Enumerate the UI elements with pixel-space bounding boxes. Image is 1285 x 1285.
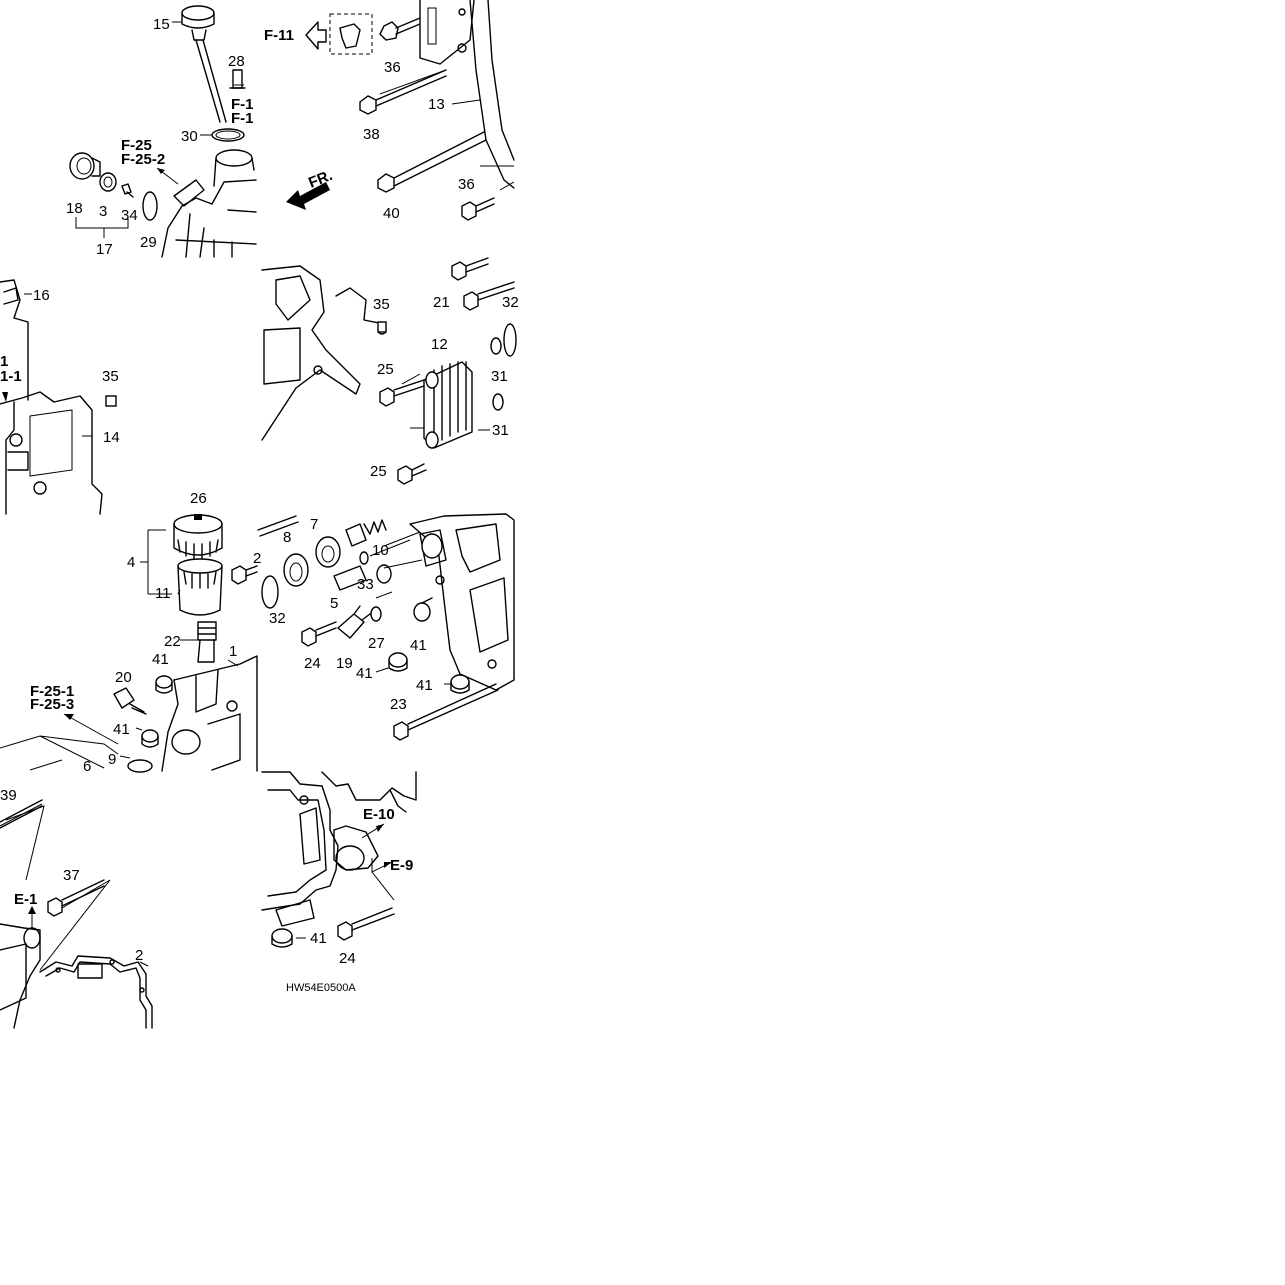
label-41-e: 41 <box>416 677 433 694</box>
label-10: 10 <box>372 542 389 559</box>
part-number-labels: 15 28 30 18 3 34 29 17 36 38 13 40 36 16… <box>0 16 519 967</box>
label-23: 23 <box>390 696 407 713</box>
label-24-b: 24 <box>339 950 356 967</box>
label-41-c: 41 <box>410 637 427 654</box>
ref-f-25-1: F-25-1 <box>30 683 74 700</box>
label-40: 40 <box>383 205 400 222</box>
label-34: 34 <box>121 207 138 224</box>
panel-oil-cooler <box>261 257 517 485</box>
label-41-d: 41 <box>356 665 373 682</box>
label-39: 39 <box>0 787 17 804</box>
label-13: 13 <box>428 96 445 113</box>
label-31-bottom: 31 <box>492 422 509 439</box>
label-12: 12 <box>431 336 448 353</box>
panel-cover <box>0 799 153 1029</box>
label-7: 7 <box>310 516 318 533</box>
ref-f-25-2: F-25-2 <box>121 151 165 168</box>
ref-e-1: E-1 <box>14 891 37 908</box>
ref-edge-1-1: 1-1 <box>0 368 22 385</box>
ref-f-25: F-25 <box>121 137 152 154</box>
label-31-top: 31 <box>491 368 508 385</box>
panel-gasket <box>261 771 417 948</box>
label-22: 22 <box>164 633 181 650</box>
label-41-f: 41 <box>310 930 327 947</box>
label-32-bottom: 32 <box>269 610 286 627</box>
label-25-top: 25 <box>377 361 394 378</box>
label-14: 14 <box>103 429 120 446</box>
label-3: 3 <box>99 203 107 220</box>
ref-e-10: E-10 <box>363 806 395 823</box>
ref-f-25-3: F-25-3 <box>30 696 74 713</box>
label-2-bottom: 2 <box>135 947 143 964</box>
label-1: 1 <box>229 643 237 660</box>
label-28: 28 <box>228 53 245 70</box>
label-36-bottom: 36 <box>458 176 475 193</box>
label-25-bottom: 25 <box>370 463 387 480</box>
label-21: 21 <box>433 294 450 311</box>
label-9: 9 <box>108 751 116 768</box>
diagram-code: HW54E0500A <box>286 982 356 994</box>
panel-oil-filter <box>0 514 258 773</box>
ref-edge-1: 1 <box>0 353 8 370</box>
label-17: 17 <box>96 241 113 258</box>
label-35-left: 35 <box>102 368 119 385</box>
label-37: 37 <box>63 867 80 884</box>
panel-oil-filler <box>69 5 257 258</box>
label-27: 27 <box>368 635 385 652</box>
panel-bolts-top <box>286 0 515 221</box>
label-5: 5 <box>330 595 338 612</box>
ref-f-1-b: F-1 <box>231 110 254 127</box>
label-6: 6 <box>83 758 91 775</box>
label-41-b: 41 <box>113 721 130 738</box>
panel-side-cover <box>0 279 117 515</box>
label-36-top: 36 <box>384 59 401 76</box>
panel-relief-valve <box>257 513 515 741</box>
label-18: 18 <box>66 200 83 217</box>
label-4: 4 <box>127 554 135 571</box>
ref-e-9: E-9 <box>390 857 413 874</box>
label-8: 8 <box>283 529 291 546</box>
label-16: 16 <box>33 287 50 304</box>
label-32-top: 32 <box>502 294 519 311</box>
ref-f-1-a: F-1 <box>231 96 254 113</box>
label-26: 26 <box>190 490 207 507</box>
label-41-a: 41 <box>152 651 169 668</box>
label-29: 29 <box>140 234 157 251</box>
label-30: 30 <box>181 128 198 145</box>
label-24-a: 24 <box>304 655 321 672</box>
direction-label-fr: FR. <box>306 167 335 192</box>
label-11: 11 <box>155 585 171 602</box>
label-20: 20 <box>115 669 132 686</box>
ref-f-11: F-11 <box>264 27 294 44</box>
label-2-top: 2 <box>253 550 261 567</box>
label-19: 19 <box>336 655 353 672</box>
reference-labels: F-11 F-1 F-1 F-25 F-25-2 1 1-1 F-25-1 F-… <box>0 27 413 994</box>
label-35-right: 35 <box>373 296 390 313</box>
label-33: 33 <box>357 576 374 593</box>
label-15: 15 <box>153 16 170 33</box>
label-38: 38 <box>363 126 380 143</box>
